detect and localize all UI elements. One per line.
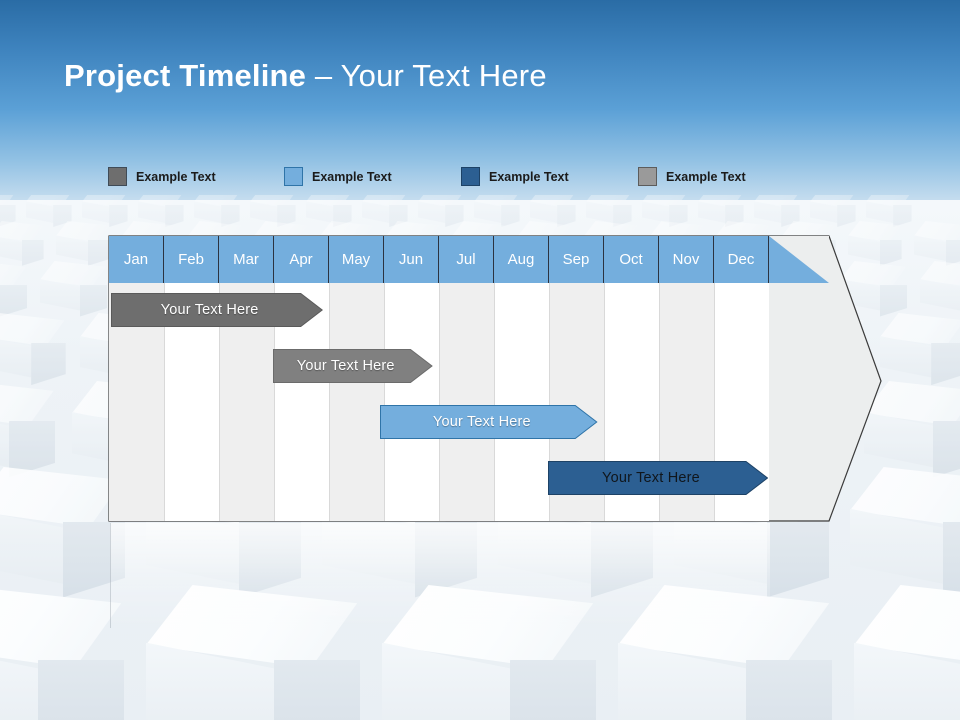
month-header-jun[interactable]: Jun: [384, 236, 439, 283]
month-header-may[interactable]: May: [329, 236, 384, 283]
page-title: Project Timeline – Your Text Here: [64, 58, 547, 94]
column-divider: [714, 283, 715, 521]
legend-label-4: Example Text: [666, 169, 746, 184]
chart-reflection: [110, 523, 770, 628]
month-column-mar: Mar: [219, 236, 274, 521]
task-bar-label-3: Your Text Here: [432, 414, 531, 430]
legend-swatch-2: [284, 167, 303, 186]
column-divider: [439, 283, 440, 521]
month-header-jan[interactable]: Jan: [109, 236, 164, 283]
task-bar-shape-1: [110, 293, 323, 327]
month-header-mar[interactable]: Mar: [219, 236, 274, 283]
header-nose-fill: [769, 236, 829, 283]
legend-swatch-3: [461, 167, 480, 186]
column-divider: [384, 283, 385, 521]
legend-item-2[interactable]: Example Text: [284, 167, 392, 186]
month-column-aug: Aug: [494, 236, 549, 521]
task-bar-shape-4: [548, 461, 768, 495]
month-column-jan: Jan: [109, 236, 164, 521]
column-divider: [549, 283, 550, 521]
legend: Example Text Example Text Example Text Exam…: [108, 167, 808, 197]
legend-item-3[interactable]: Example Text: [461, 167, 569, 186]
month-header-apr[interactable]: Apr: [274, 236, 329, 283]
legend-label-3: Example Text: [489, 169, 569, 184]
task-bar-3[interactable]: Your Text Here: [380, 405, 598, 439]
column-divider: [494, 283, 495, 521]
month-header-nov[interactable]: Nov: [659, 236, 714, 283]
month-header-jul[interactable]: Jul: [439, 236, 494, 283]
month-header-feb[interactable]: Feb: [164, 236, 219, 283]
legend-item-1[interactable]: Example Text: [108, 167, 216, 186]
task-bar-1[interactable]: Your Text Here: [110, 293, 323, 327]
column-divider: [274, 283, 275, 521]
column-divider: [329, 283, 330, 521]
legend-label-2: Example Text: [312, 169, 392, 184]
task-bar-label-1: Your Text Here: [160, 302, 259, 318]
legend-item-4[interactable]: Example Text: [638, 167, 746, 186]
column-divider: [659, 283, 660, 521]
page-title-light: – Your Text Here: [306, 58, 547, 93]
header-nose-cut: [769, 236, 829, 283]
task-bar-label-4: Your Text Here: [602, 470, 700, 486]
task-bar-4[interactable]: Your Text Here: [548, 461, 768, 495]
month-header-sep[interactable]: Sep: [549, 236, 604, 283]
task-bar-shape-3: [380, 405, 598, 439]
task-bar-label-2: Your Text Here: [296, 358, 395, 374]
month-header-dec[interactable]: Dec: [714, 236, 769, 283]
month-column-feb: Feb: [164, 236, 219, 521]
column-divider: [219, 283, 220, 521]
column-divider: [604, 283, 605, 521]
page-title-strong: Project Timeline: [64, 58, 307, 93]
month-column-jul: Jul: [439, 236, 494, 521]
legend-swatch-4: [638, 167, 657, 186]
legend-label-1: Example Text: [136, 169, 216, 184]
month-header-aug[interactable]: Aug: [494, 236, 549, 283]
column-divider: [164, 283, 165, 521]
task-bar-2[interactable]: Your Text Here: [273, 349, 433, 383]
legend-swatch-1: [108, 167, 127, 186]
month-header-oct[interactable]: Oct: [604, 236, 659, 283]
task-bar-shape-2: [273, 349, 433, 383]
